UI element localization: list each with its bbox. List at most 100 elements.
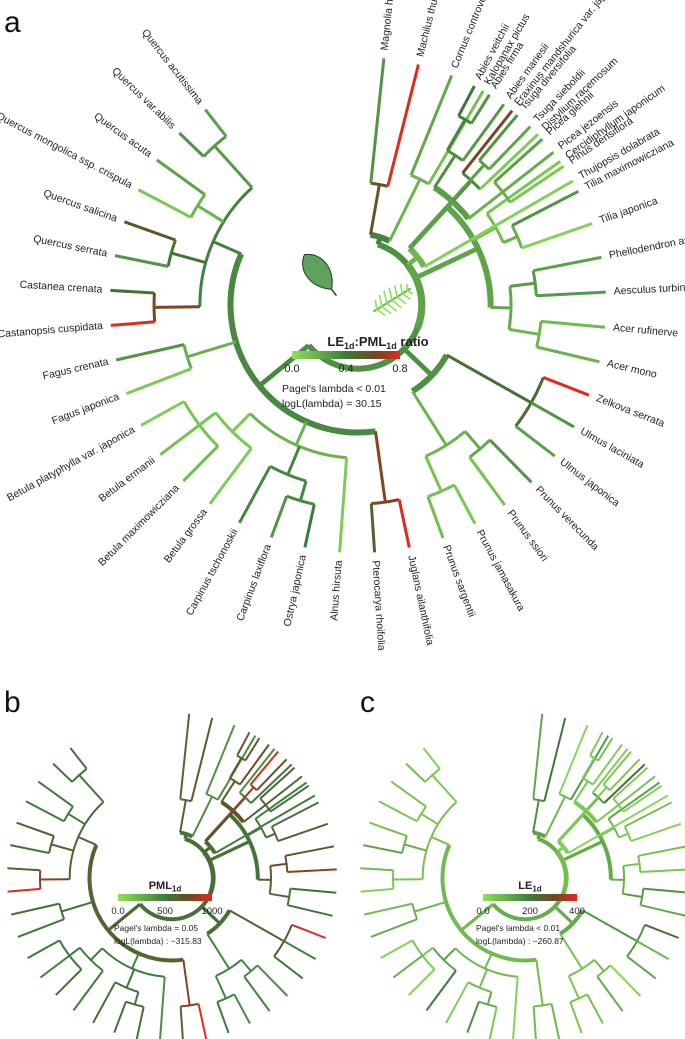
internal-branch [623,862,640,867]
clade-arc [425,430,467,458]
internal-branch [374,431,387,503]
internal-branch [131,953,140,970]
internal-branch [125,969,136,989]
clade-arc [180,798,192,803]
clade-arc [189,193,207,218]
clade-arc [114,981,139,993]
internal-branch [213,144,254,189]
tip-branch [250,763,293,804]
internal-branch [561,839,604,862]
legend-b-stat-logl: logL(lambda) : −315.83 [114,936,202,946]
internal-branch [431,774,458,803]
tip-branch [113,1001,127,1033]
tip-branch [422,747,441,770]
internal-branch [50,843,74,852]
internal-branch [581,757,596,779]
internal-branch [595,804,620,823]
tip-branch [271,801,320,828]
tip-branch [532,713,544,800]
clade-arc [410,353,450,394]
tip-branch [243,975,271,1012]
clade-arc [125,1000,144,1008]
legend-a: LE1d:PML1d ratio 0.0 0.4 0.8 Pagel's lam… [282,334,429,410]
internal-branch [286,445,301,476]
tip-branch [363,902,413,916]
internal-branch [214,975,227,999]
tip-branch [409,74,454,176]
species-label: Quercus var.abilis [109,65,177,132]
internal-branch [414,900,447,913]
internal-branch [200,905,221,925]
tip-branch [10,844,50,854]
clade-arc [581,813,613,880]
legend-a-stat-logl: logL(lambda) = 30.15 [282,398,382,410]
tip-branch [532,255,602,273]
species-label: Fagus japonica [50,391,121,428]
tip-branch [488,438,533,484]
legend-a-title: LE1d:PML1d ratio [327,334,428,351]
tip-branch [626,955,657,980]
tip-branch [405,762,426,783]
clade-arc [182,400,219,448]
tip-branch [540,319,606,329]
tip-branch [567,794,669,855]
species-label: Aesculus turbinata [613,281,685,298]
tip-branch [479,133,539,191]
tip-branch [208,447,253,505]
tip-branch [493,137,544,184]
species-label: Juglans ailanthifolia [405,554,436,646]
clade-arc [370,181,389,188]
tip-branch [532,1006,537,1039]
species-label: Castanopsis cuspidata [0,320,104,341]
tip-branch [287,904,333,917]
tip-branch [291,923,327,939]
internal-branch [153,305,200,309]
tip-branch [457,85,476,117]
tip-branch [239,743,270,786]
legend-c: LE1d 0.0 200 400 Pagel's lambda < 0.01 l… [476,880,585,946]
tip-branch [378,800,418,823]
legend-a-colorbar [292,351,400,359]
species-label: Quercus acuta [92,110,155,160]
tip-branch [591,748,629,794]
tip-branch [488,1006,498,1039]
tip-branch [640,868,685,873]
clade-arc [152,292,157,322]
clade-arc [68,801,105,880]
tip-branch [390,780,427,808]
internal-branch [265,832,276,839]
tip-branch [609,758,641,791]
clade-arc [582,777,594,786]
tip-branch [586,993,604,1024]
tip-branch [69,747,88,770]
clade-arc [559,909,585,936]
tip-branch [233,993,251,1024]
internal-branch [402,347,434,378]
species-label: Machilus thunbergii [414,0,448,58]
clade-arc [507,286,513,330]
clade-arc [454,947,518,978]
internal-branch [407,199,455,251]
tip-branch [636,940,670,960]
clade-arc [478,1000,497,1008]
tip-branch [125,367,192,396]
conifer-icon [372,283,414,316]
tip-branch [114,254,169,268]
tip-branch [514,425,556,458]
internal-branch [414,246,479,280]
panel-a-letter: a [4,6,21,39]
clade-arc [493,181,512,204]
internal-branch [582,909,638,943]
tip-branch [550,1003,561,1039]
tip-branch [536,345,600,364]
tip-branch [264,775,303,806]
tip-branch [386,64,420,187]
tip-branch [536,290,606,298]
tip-branch [25,800,65,823]
tip-branch [558,724,589,795]
tip-branch [624,801,673,828]
internal-branch [446,118,467,152]
tip-branch [468,456,506,506]
internal-branch [467,190,504,220]
tip-branch [408,968,436,996]
